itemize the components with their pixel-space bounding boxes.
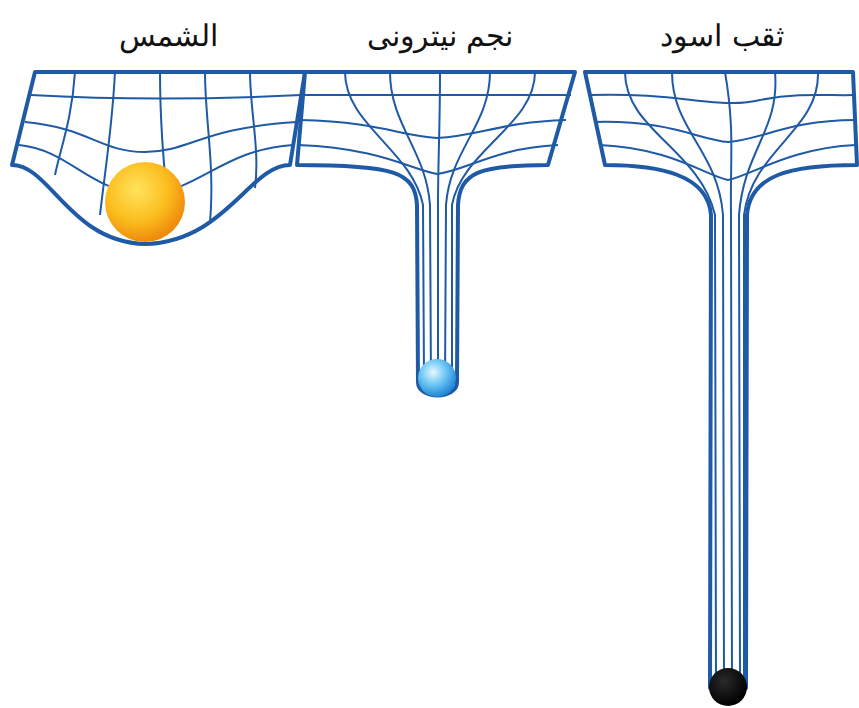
grid-outline [12,72,305,244]
grid-line [250,72,256,188]
sun-spacetime-grid [12,72,305,244]
grid-outline [585,72,857,688]
grid-line [452,72,535,380]
grid-line [438,72,440,388]
grid-line [590,95,854,103]
body-label: الشمس [48,18,288,54]
neutron-star-sphere [418,359,456,397]
grid-line [205,72,211,222]
black-hole-spacetime-grid [585,72,857,706]
body-label: ثقب اسود [602,18,842,54]
grid-line [672,72,724,685]
grid-line [345,72,424,378]
grid-line [298,145,558,174]
sun-sphere [105,162,185,242]
grid-line [390,72,431,385]
grid-line [31,95,301,99]
grid-outline [297,72,575,396]
grid-line [300,120,566,138]
grid-line [600,145,856,180]
grid-line [302,94,571,96]
neutron-star-spacetime-grid [297,72,575,397]
grid-line [595,120,855,142]
body-label: نجم نیترونی [320,18,560,54]
grid-line [625,72,716,680]
grid-line [25,122,297,152]
black-hole-sphere [709,668,747,706]
grid-line [725,72,732,685]
grid-line [744,72,818,678]
grid-line [55,72,75,175]
